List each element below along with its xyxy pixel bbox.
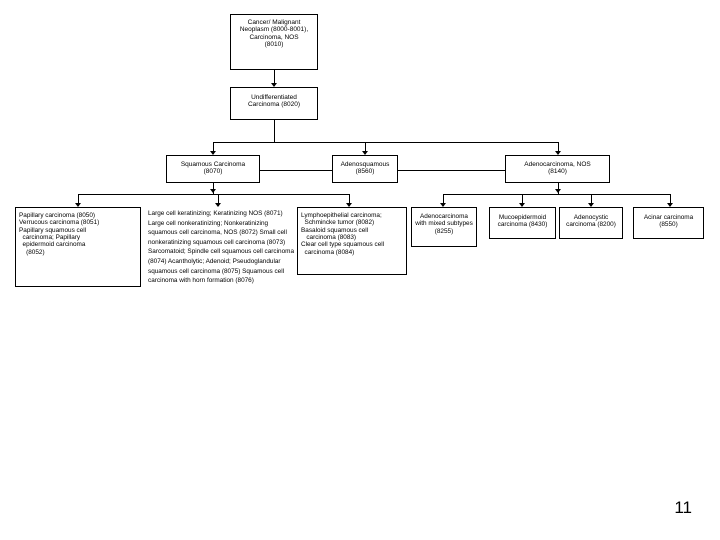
connector-adenocarcinoma-down [558,183,559,194]
node-adenosquamous[interactable]: Adenosquamous (8560) [332,155,398,183]
large-cell-group-line-1: Large cell keratinizing; Keratinizing [148,210,247,217]
node-root-line-3: Carcinoma, NOS [249,33,299,41]
arrowhead-papillary-group [75,203,81,207]
large-cell-group-line-4: Nonkeratinizing [224,219,269,227]
node-root-line-1: Cancer/ Malignant [247,19,301,26]
arrowhead-adenocarcinoma [555,151,561,155]
papillary-group-line-4: carcinoma; Papillary [19,234,81,242]
large-cell-group-line-6: Small cell nonkeratinizing squamous cell [148,229,287,246]
connector-to-adenocystic [591,194,592,206]
large-cell-group-line-10: Acantholytic; Adenoid; Pseudoglandular [167,258,281,266]
bus-squamous-children [78,194,349,195]
mixed-subtypes-line-3: (8255) [434,227,454,235]
bus-tier2 [213,142,558,143]
node-lymphoepithelial-group[interactable]: Lymphoepithelial carcinoma; Schmincke tu… [297,207,407,275]
large-cell-group-line-8: Sarcomatoid; Spindle cell squamous cell [148,248,263,256]
node-adenocarcinoma-nos-line-2: (8140) [548,168,567,176]
papillary-group-line-6: (8052) [19,248,45,256]
large-cell-group-line-11: squamous cell carcinoma (8075) [148,267,241,275]
lymphoepithelial-group-line-3: Basaloid squamous cell [301,226,369,234]
node-root[interactable]: Cancer/ Malignant Neoplasm (8000-8001), … [230,14,318,70]
connector-bus-to-adenocarcinoma [558,142,559,154]
arrowhead-squamous [210,151,216,155]
mucoepidermoid-line-2: carcinoma (8430) [497,221,548,229]
connector-to-mixed-subtypes [443,194,444,206]
arrowhead-undifferentiated [271,83,277,87]
large-cell-group-line-7: carcinoma (8073) [235,238,286,246]
node-adenosquamous-line-2: (8560) [355,168,375,176]
adenocystic-line-1: Adenocystic [573,214,609,221]
arrowhead-adenosquamous [362,151,368,155]
lymphoepithelial-group-line-1: Lymphoepithelial carcinoma; [301,212,382,219]
lymphoepithelial-group-line-6: carcinoma (8084) [301,248,355,256]
mucoepidermoid-line-1: Mucoepidermoid [498,214,547,221]
arrowhead-adenocystic [588,203,594,207]
node-adenocarcinoma-nos[interactable]: Adenocarcinoma, NOS (8140) [505,155,610,183]
arrowhead-squamous-bus [210,189,216,193]
page-number: 11 [674,498,692,517]
node-undifferentiated[interactable]: Undifferentiated Carcinoma (8020) [230,87,318,120]
connector-root-to-undifferentiated [274,70,275,86]
node-squamous-line-2: (8070) [203,168,223,176]
node-adenocarcinoma-nos-line-1: Adenocarcinoma, NOS [524,161,591,168]
papillary-group-line-5: epidermoid carcinoma [19,241,86,249]
bus-adenocarcinoma-children [443,194,670,195]
node-squamous-carcinoma[interactable]: Squamous Carcinoma (8070) [166,155,260,183]
node-undifferentiated-line-2: Carcinoma (8020) [247,101,301,109]
connector-squamous-down [213,183,214,194]
connector-to-acinar [670,194,671,206]
node-root-line-4: (8010) [264,41,284,49]
connector-bus-to-squamous [213,142,214,154]
connector-to-large-cell-group [218,194,219,206]
node-adenosquamous-line-1: Adenosquamous [340,161,390,168]
node-mucoepidermoid[interactable]: Mucoepidermoid carcinoma (8430) [489,207,556,239]
node-squamous-line-1: Squamous Carcinoma [180,161,246,168]
node-acinar[interactable]: Acinar carcinoma (8550) [633,207,704,239]
mixed-subtypes-line-2: with mixed subtypes [415,220,473,228]
node-papillary-group[interactable]: Papillary carcinoma (8050) Verrucous car… [15,207,141,287]
node-large-cell-group[interactable]: Large cell keratinizing; Keratinizing NO… [148,209,298,286]
papillary-group-line-2: Verrucous carcinoma (8051) [19,219,100,227]
acinar-line-2: (8550) [659,221,678,229]
arrowhead-mixed-subtypes [440,203,446,207]
large-cell-group-line-3: Large cell nonkeratinizing; [148,219,223,227]
arrowhead-acinar [667,203,673,207]
node-mixed-subtypes[interactable]: Adenocarcinoma with mixed subtypes (8255… [411,207,477,247]
arrowhead-lymphoepithelial-group [346,203,352,207]
connector-to-lymphoepithelial-group [349,194,350,206]
large-cell-group-line-2: NOS (8071) [248,210,283,217]
connector-to-mucoepidermoid [522,194,523,206]
node-undifferentiated-line-1: Undifferentiated [251,94,297,101]
lymphoepithelial-group-line-2: Schmincke tumor (8082) [301,219,375,227]
arrowhead-large-cell-group [215,203,221,207]
large-cell-group-line-5: squamous cell carcinoma, NOS (8072) [148,229,258,237]
lymphoepithelial-group-line-4: carcinoma (8083) [301,234,357,242]
large-cell-group-line-13: formation (8076) [206,277,254,285]
papillary-group-line-1: Papillary carcinoma (8050) [19,212,96,219]
connector-to-papillary-group [78,194,79,206]
node-adenocystic[interactable]: Adenocystic carcinoma (8200) [559,207,623,239]
arrowhead-adenocarcinoma-bus [555,189,561,193]
large-cell-group-line-9: carcinoma (8074) [148,248,295,266]
connector-bus-to-adenosquamous [365,142,366,154]
adenocystic-line-2: carcinoma (8200) [566,221,616,229]
acinar-line-1: Acinar carcinoma [643,214,694,221]
node-root-line-2: Neoplasm (8000-8001), [239,26,309,34]
papillary-group-line-3: Papillary squamous cell [19,226,87,234]
connector-undifferentiated-down [274,120,275,142]
mixed-subtypes-line-1: Adenocarcinoma [420,213,468,220]
large-cell-group-line-12: Squamous cell carcinoma with horn [148,267,285,285]
lymphoepithelial-group-line-5: Clear cell type squamous cell [301,241,385,249]
arrowhead-mucoepidermoid [519,203,525,207]
